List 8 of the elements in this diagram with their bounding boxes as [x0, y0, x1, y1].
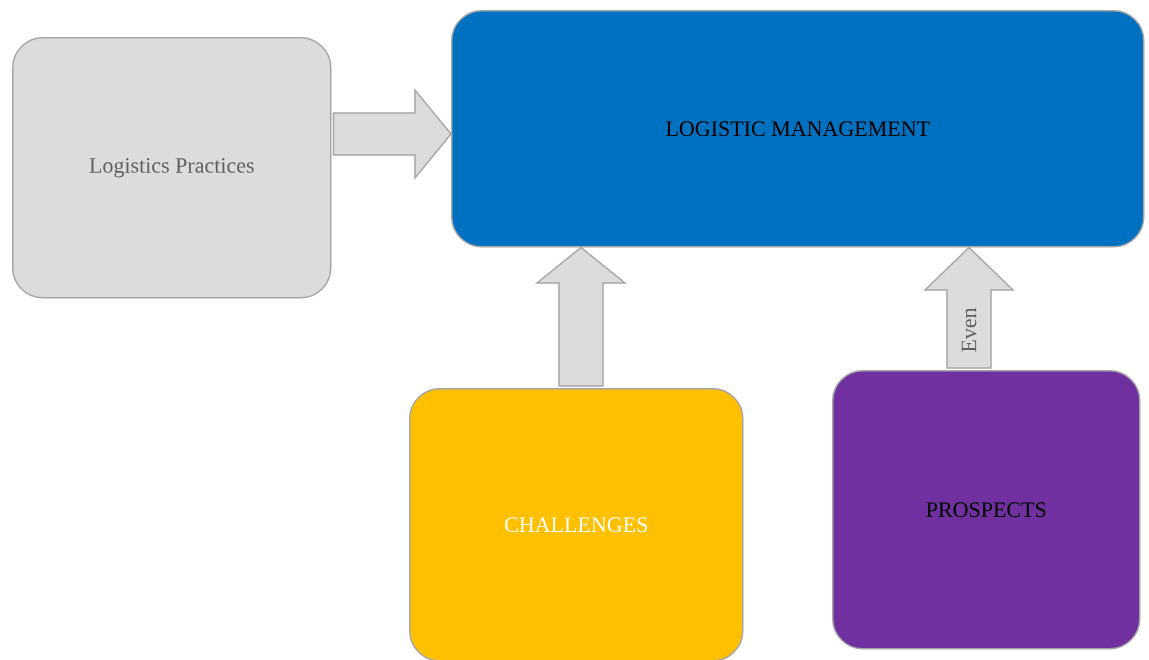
rounded-box: LOGISTIC MANAGEMENT — [451, 10, 1145, 248]
rounded-box: CHALLENGES — [409, 388, 744, 660]
block-arrow — [534, 246, 628, 387]
rounded-box: PROSPECTS — [832, 370, 1141, 650]
edge-label: Even — [961, 307, 977, 352]
block-arrow — [923, 246, 1015, 369]
rounded-box: Logistics Practices — [12, 37, 332, 299]
block-arrow — [332, 87, 452, 181]
